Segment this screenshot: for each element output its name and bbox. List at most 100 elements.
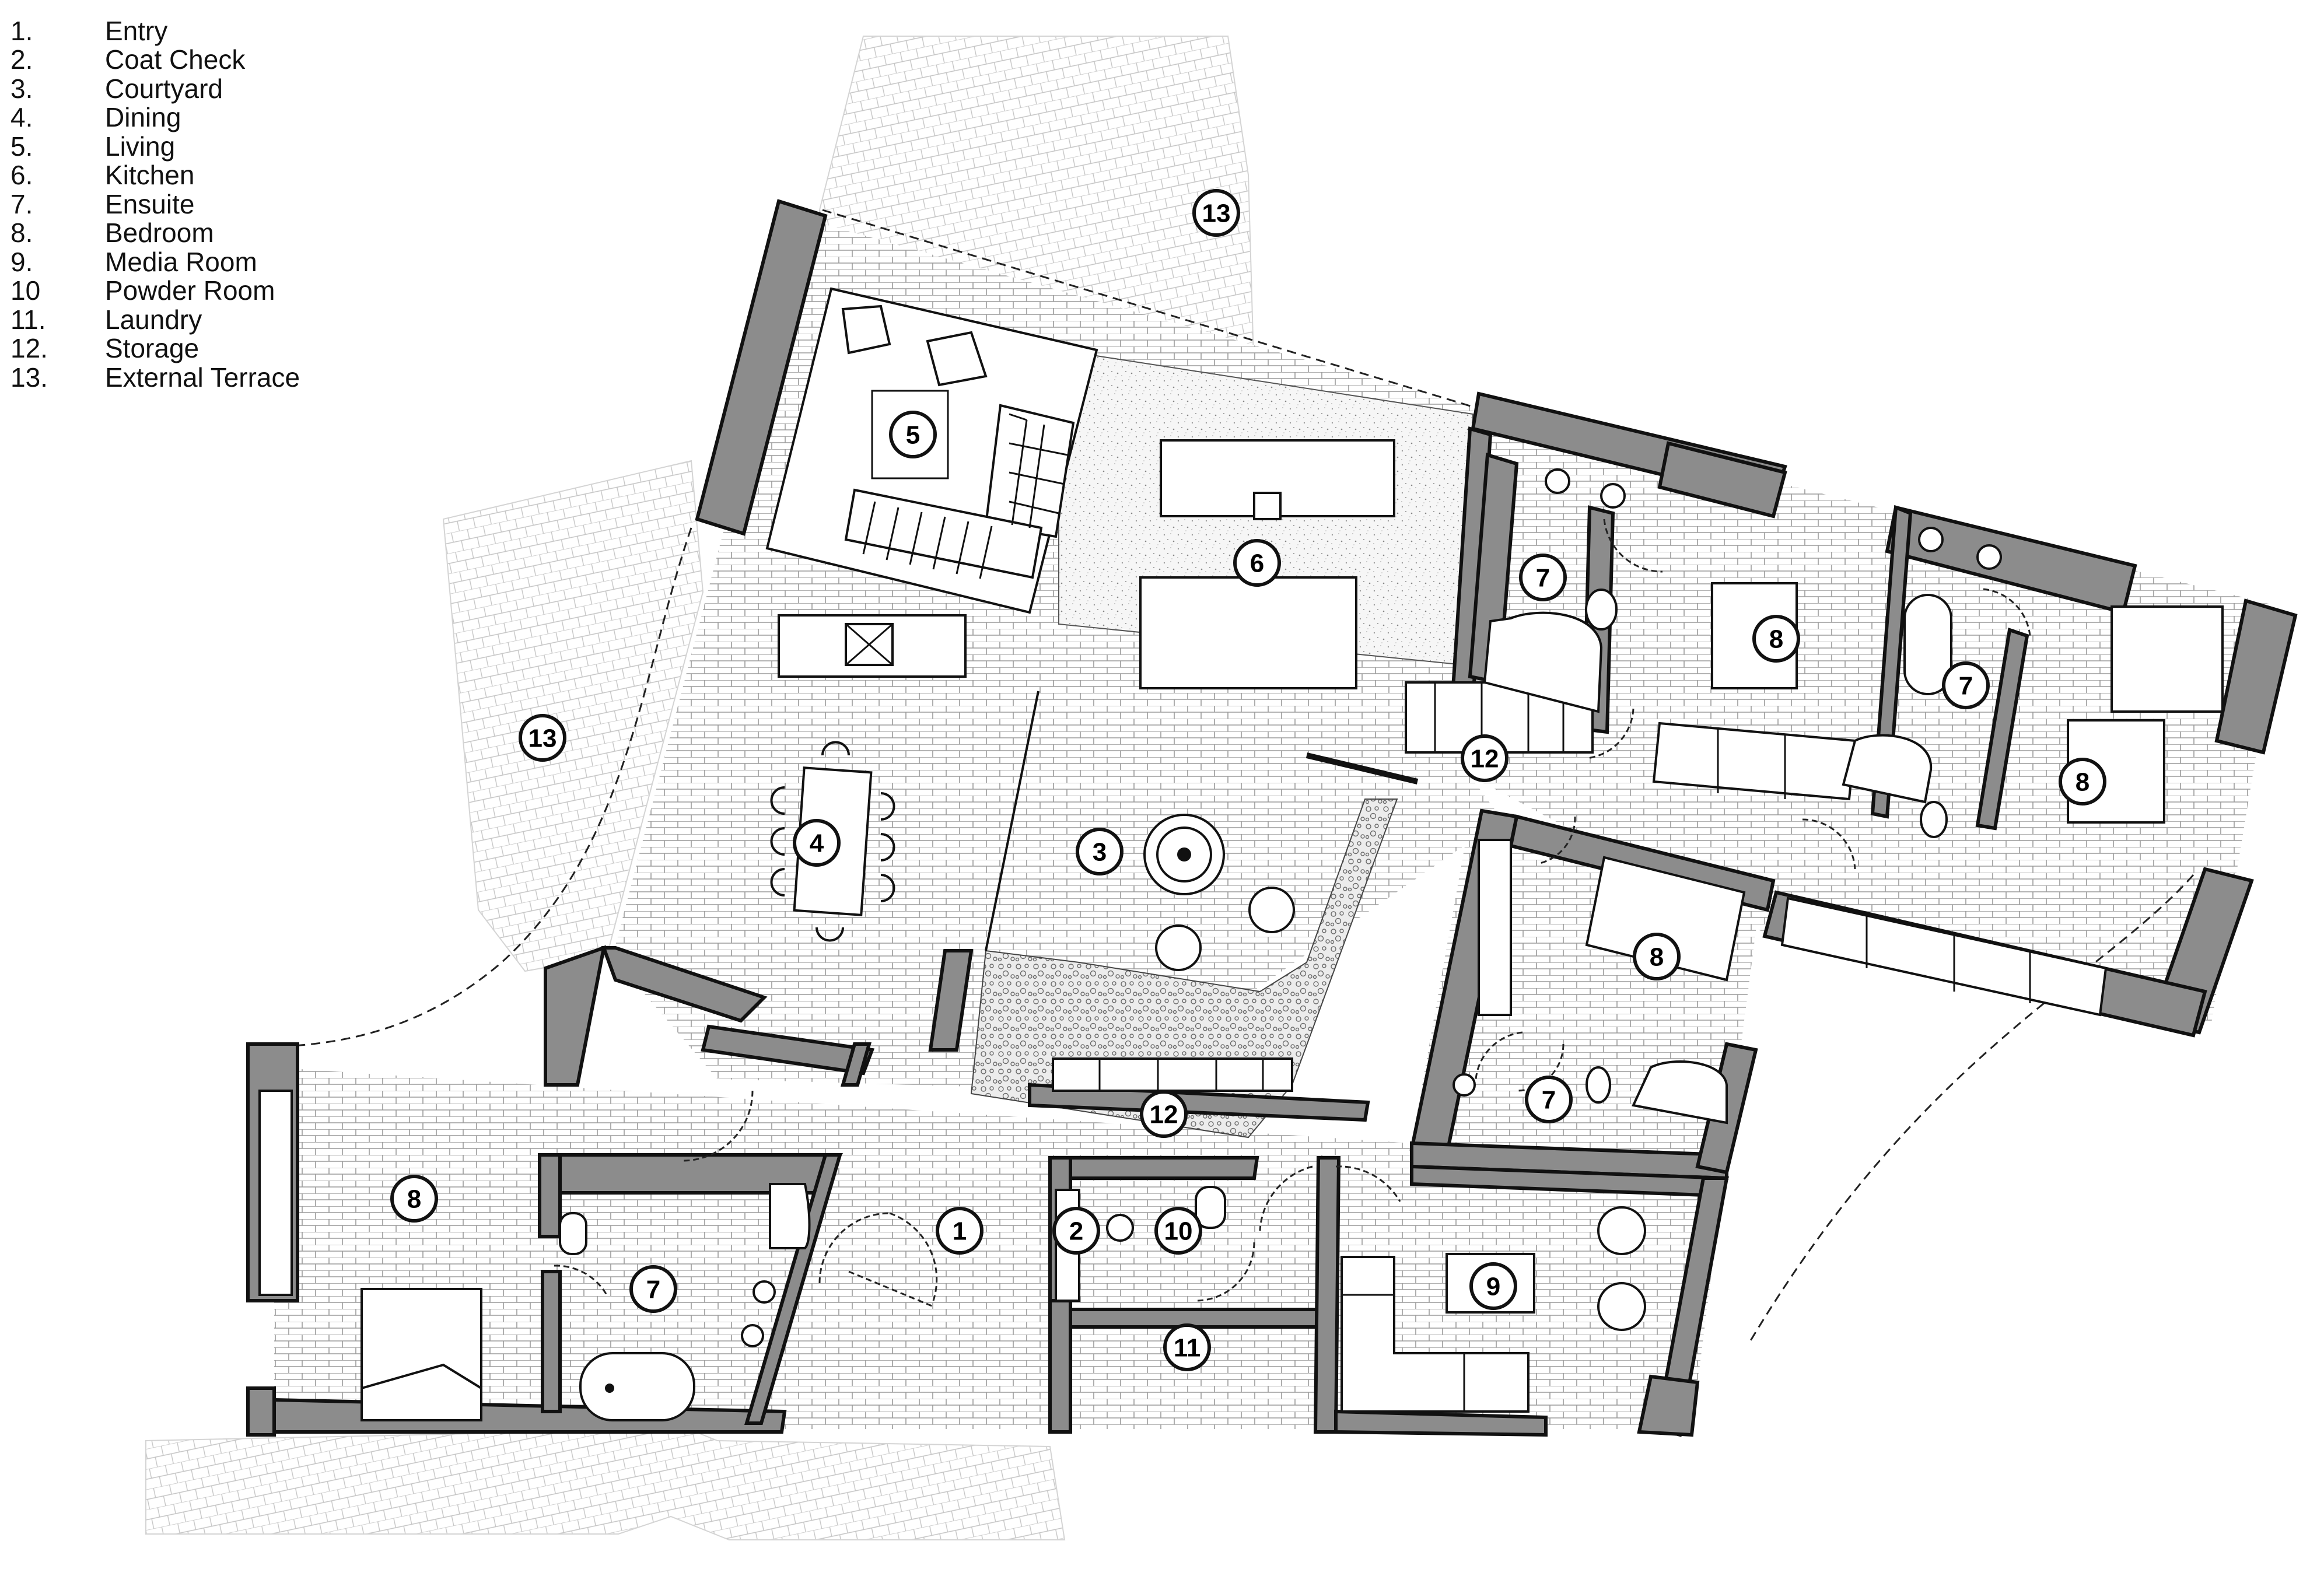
room-tag-number: 7	[1536, 564, 1550, 593]
room-tag-entry: 1	[936, 1207, 984, 1255]
room-tag-circle	[1140, 1090, 1188, 1138]
room-tag-bedroom-b: 8	[2059, 758, 2106, 805]
room-tag-number: 5	[906, 421, 920, 450]
legend-label: Laundry	[105, 304, 202, 335]
room-tag-circle	[2059, 758, 2106, 805]
legend-number: 13.	[10, 362, 48, 393]
legend-item: 5.Living	[10, 132, 300, 161]
legend-label: Media Room	[105, 246, 257, 277]
room-tag-bedroom-d: 8	[390, 1175, 438, 1223]
legend-label: Bedroom	[105, 218, 214, 248]
legend-number: 11.	[10, 304, 46, 335]
room-tag-circle	[1752, 615, 1800, 663]
room-tag-number: 13	[528, 724, 557, 753]
room-tag-ensuite-c: 7	[1525, 1076, 1573, 1123]
legend-label: Coat Check	[105, 44, 246, 75]
legend-number: 8.	[10, 218, 33, 248]
room-tag-number: 12	[1471, 745, 1499, 773]
room-tag-number: 6	[1250, 549, 1264, 578]
room-tag-number: 7	[1959, 672, 1973, 701]
legend-label: Entry	[105, 15, 168, 46]
legend-item: 11. Laundry	[10, 305, 300, 334]
room-tag-ensuite-a: 7	[1519, 554, 1567, 601]
legend-item: 8. Bedroom	[10, 219, 300, 248]
room-tag-number: 10	[1164, 1217, 1193, 1246]
room-tag-circle	[390, 1175, 438, 1223]
room-tag-kitchen: 6	[1233, 539, 1281, 587]
legend-item: 9. Media Room	[10, 247, 300, 276]
room-tag-ensuite-d: 7	[629, 1265, 677, 1313]
room-tag-number: 13	[1202, 199, 1231, 228]
door-swings	[554, 519, 2031, 1308]
room-tag-circle	[889, 411, 937, 458]
room-tag-storage-a: 12	[1461, 734, 1508, 782]
room-tag-circle	[1633, 933, 1681, 980]
room-tag-powder-room: 10	[1154, 1207, 1202, 1255]
room-tag-number: 8	[407, 1185, 421, 1214]
room-tag-circle	[1076, 828, 1124, 875]
legend-number: 9.	[10, 246, 33, 277]
legend-item: 3. Courtyard	[10, 74, 300, 103]
legend-number: 12.	[10, 333, 48, 364]
legend-number: 1.	[10, 15, 33, 46]
room-tag-number: 3	[1093, 838, 1107, 867]
legend-item: 7. Ensuite	[10, 190, 300, 219]
legend-item: 2. Coat Check	[10, 45, 300, 75]
room-tag-circle	[1192, 189, 1240, 237]
legend-label: Courtyard	[105, 73, 223, 104]
courtyard-features	[985, 691, 1419, 971]
legend-item: 6. Kitchen	[10, 161, 300, 190]
legend-label: Powder Room	[105, 275, 275, 306]
room-tag-circle	[1942, 661, 1990, 709]
room-tag-circle	[519, 714, 566, 762]
room-tag-circle	[1525, 1076, 1573, 1123]
legend-label: Storage	[105, 333, 200, 364]
legend-item: 1. Entry	[10, 16, 300, 45]
room-tag-bedroom-c: 8	[1633, 933, 1681, 980]
legend-label: Kitchen	[105, 160, 195, 191]
room-tag-coat-check: 2	[1052, 1207, 1100, 1255]
legend-item: 12. Storage	[10, 334, 300, 363]
room-tag-number: 9	[1486, 1273, 1500, 1301]
room-tag-terrace-north: 13	[1192, 189, 1240, 237]
legend-number: 3.	[10, 73, 33, 104]
legend-number: 7.	[10, 188, 33, 219]
legend-number: 6.	[10, 160, 33, 191]
room-tag-circle	[1163, 1323, 1211, 1371]
room-tag-circle	[1461, 734, 1508, 782]
legend-number: 4.	[10, 102, 33, 133]
room-tag-circle	[1052, 1207, 1100, 1255]
room-tag-number: 8	[1650, 943, 1664, 972]
room-tag-laundry: 11	[1163, 1323, 1211, 1371]
room-tag-number: 8	[1769, 625, 1783, 654]
room-tag-circle	[793, 819, 841, 867]
room-tag-circle	[936, 1207, 984, 1255]
room-tag-circle	[1469, 1262, 1517, 1310]
room-tag-bedroom-a: 8	[1752, 615, 1800, 663]
terrace-edges	[274, 209, 2194, 1342]
living-furniture	[765, 287, 1098, 614]
room-tag-number: 7	[646, 1276, 660, 1304]
room-tag-number: 12	[1150, 1101, 1178, 1129]
room-tag-media-room: 9	[1469, 1262, 1517, 1310]
legend-item: 10 Powder Room	[10, 276, 300, 306]
bathroom-fixtures	[360, 468, 2224, 1421]
legend-item: 4. Dining	[10, 103, 300, 132]
room-tag-number: 1	[953, 1217, 967, 1246]
legend-number: 10	[10, 275, 41, 306]
room-tag-circle	[1233, 539, 1281, 587]
legend-number: 2.	[10, 44, 33, 75]
legend-label: External Terrace	[105, 362, 300, 393]
room-tag-circle	[1519, 554, 1567, 601]
legend-label: Living	[105, 131, 176, 162]
room-tag-terrace-west: 13	[519, 714, 566, 762]
room-tag-circle	[1154, 1207, 1202, 1255]
legend-label: Dining	[105, 102, 181, 133]
room-tag-number: 2	[1069, 1217, 1083, 1246]
room-tag-dining: 4	[793, 819, 841, 867]
room-tag-courtyard: 3	[1076, 828, 1124, 875]
legend-label: Ensuite	[105, 188, 195, 219]
room-tag-storage-b: 12	[1140, 1090, 1188, 1138]
